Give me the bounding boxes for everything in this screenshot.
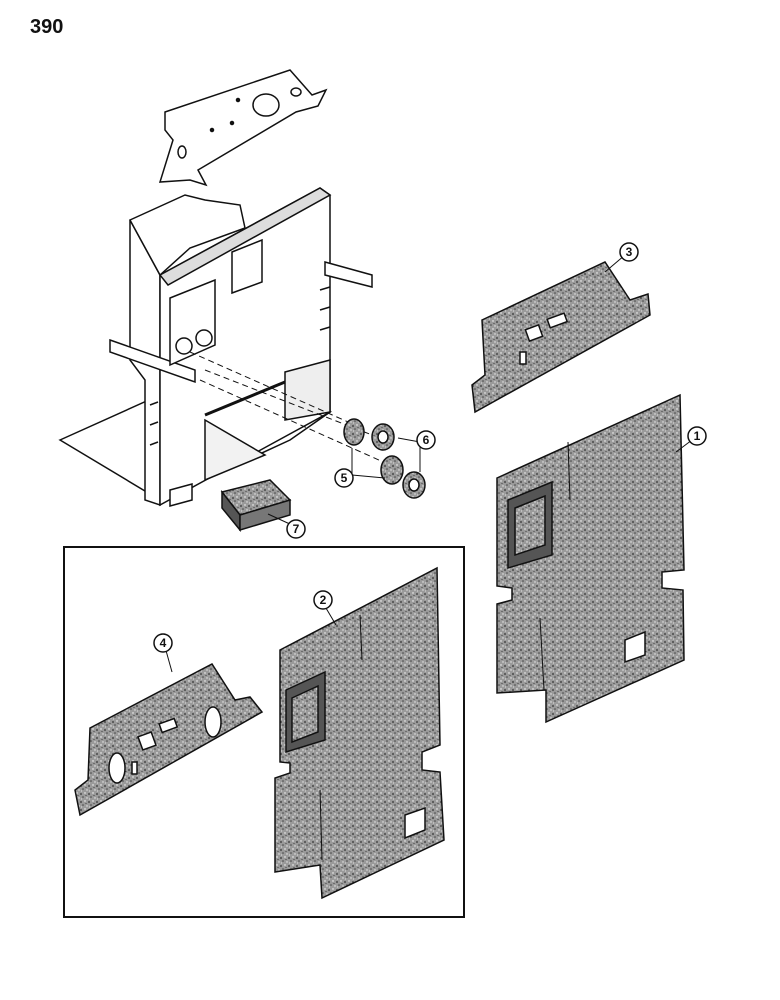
insulation-panel-4 (74, 663, 264, 817)
foam-block (220, 479, 292, 533)
firewall-frame (58, 187, 373, 507)
insulation-panel-3 (471, 261, 651, 414)
callout-6-label: 6 (423, 433, 430, 447)
callout-4-label: 4 (160, 636, 167, 650)
insulation-panel-2 (274, 566, 445, 900)
callout-5: 5 (334, 468, 354, 488)
inset-frame (63, 546, 465, 918)
bushings (343, 418, 426, 499)
callout-1-label: 1 (694, 429, 701, 443)
callout-7-label: 7 (293, 522, 300, 536)
page-number: 390 (30, 16, 64, 38)
callout-3: 3 (619, 242, 639, 262)
insulation-panel-1 (496, 393, 685, 724)
callout-1: 1 (687, 426, 707, 446)
callout-2: 2 (313, 590, 333, 610)
callout-3-label: 3 (626, 245, 633, 259)
callout-4: 4 (153, 633, 173, 653)
callout-7: 7 (286, 519, 306, 539)
dash-panel (158, 69, 328, 187)
callout-6: 6 (416, 430, 436, 450)
callout-5-label: 5 (341, 471, 348, 485)
callout-2-label: 2 (320, 593, 327, 607)
